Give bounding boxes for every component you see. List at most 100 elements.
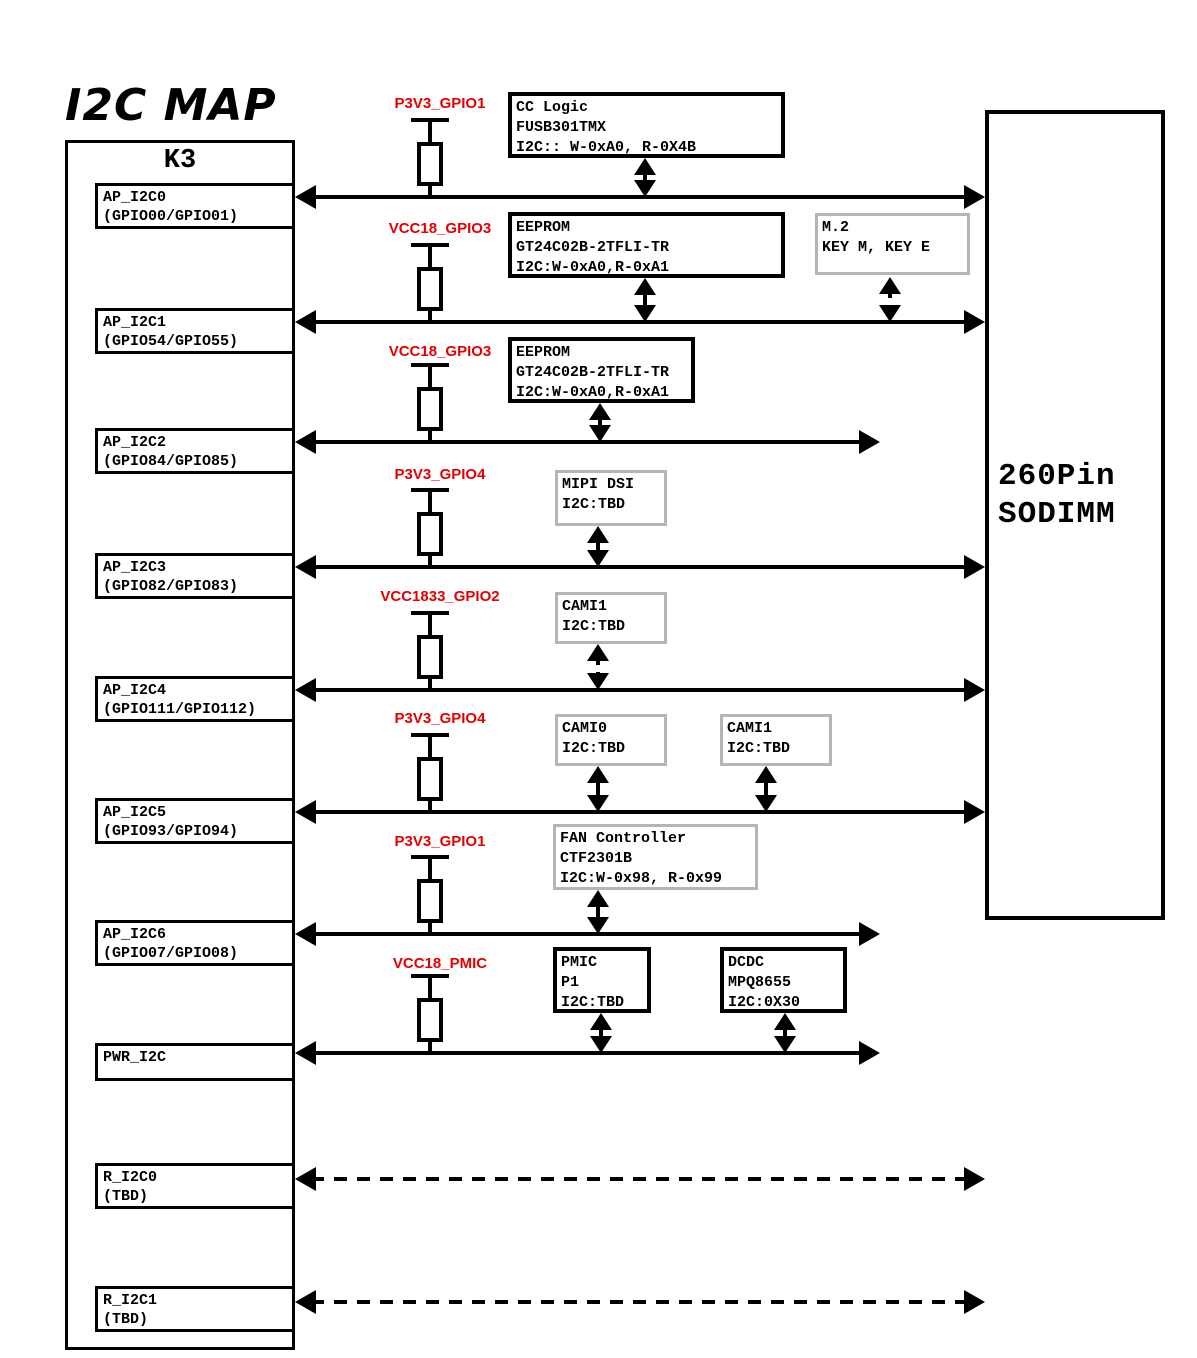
device-line: FUSB301TMX: [516, 119, 607, 136]
arrowhead-down-icon: [634, 180, 656, 197]
arrowhead-left-icon: [295, 922, 316, 946]
port-name: PWR_I2C: [103, 1049, 167, 1066]
arrowhead-up-icon: [587, 890, 609, 907]
device-box-eeprom-1: EEPROM GT24C02B-2TFLI-TR I2C:W-0xA0,R-0x…: [508, 212, 785, 278]
device-box-cami1-a: CAMI1 I2C:TBD: [555, 592, 667, 644]
arrowhead-right-icon: [964, 555, 985, 579]
device-line: EEPROM: [516, 344, 571, 361]
port-gpio: (GPIO84/GPIO85): [103, 453, 239, 470]
arrowhead-right-icon: [964, 1290, 985, 1314]
resistor-body: [417, 387, 443, 431]
device-box-pmic: PMIC P1 I2C:TBD: [553, 947, 651, 1013]
device-box-cc-logic: CC Logic FUSB301TMX I2C:: W-0xA0, R-0X4B: [508, 92, 785, 158]
port-name: AP_I2C5: [103, 804, 167, 821]
device-line: PMIC: [561, 954, 598, 971]
device-line: I2C:: W-0xA0, R-0X4B: [516, 139, 697, 156]
link-line: [764, 779, 768, 799]
pullup-label-p3v3-gpio4-b: P3V3_GPIO4: [394, 710, 486, 727]
device-line: CTF2301B: [560, 850, 633, 867]
device-line: I2C:TBD: [561, 994, 625, 1011]
link-line: [783, 1026, 787, 1040]
sodimm-label-line2: SODIMM: [998, 497, 1116, 532]
arrowhead-right-icon: [964, 678, 985, 702]
device-box-eeprom-2: EEPROM GT24C02B-2TFLI-TR I2C:W-0xA0,R-0x…: [508, 337, 695, 403]
arrowhead-left-icon: [295, 1041, 316, 1065]
link-line-dashed: [888, 290, 892, 309]
arrowhead-down-icon: [755, 795, 777, 812]
device-box-m2: M.2 KEY M, KEY E: [815, 213, 970, 275]
arrowhead-left-icon: [295, 1290, 316, 1314]
arrowhead-down-icon: [879, 305, 901, 322]
port-gpio: (GPIO82/GPIO83): [103, 578, 239, 595]
resistor-body: [417, 267, 443, 311]
device-line: MIPI DSI: [562, 476, 635, 493]
arrowhead-right-icon: [964, 1167, 985, 1191]
resistor-body: [417, 998, 443, 1042]
device-line: I2C:0X30: [728, 994, 801, 1011]
port-name: AP_I2C4: [103, 682, 167, 699]
bus-line: [311, 195, 969, 199]
port-gpio: (TBD): [103, 1311, 149, 1328]
bus-line: [311, 1051, 864, 1055]
device-line: GT24C02B-2TFLI-TR: [516, 364, 670, 381]
arrowhead-up-icon: [590, 1013, 612, 1030]
device-line: DCDC: [728, 954, 765, 971]
device-line: I2C:W-0xA0,R-0xA1: [516, 259, 670, 276]
arrowhead-down-icon: [587, 795, 609, 812]
resistor-body: [417, 879, 443, 923]
arrowhead-up-icon: [589, 403, 611, 420]
bus-line-dashed: [311, 1177, 969, 1181]
arrowhead-up-icon: [587, 644, 609, 661]
arrowhead-down-icon: [589, 425, 611, 442]
arrowhead-down-icon: [587, 917, 609, 934]
resistor-body: [417, 142, 443, 186]
sodimm-label: 260Pin SODIMM: [998, 458, 1116, 534]
bus-line: [311, 688, 969, 692]
port-name: AP_I2C2: [103, 434, 167, 451]
device-line: KEY M, KEY E: [822, 239, 931, 256]
port-box-ap-i2c4: AP_I2C4 (GPIO111/GPIO112): [95, 676, 295, 722]
device-line: EEPROM: [516, 219, 571, 236]
port-name: AP_I2C3: [103, 559, 167, 576]
device-line: P1: [561, 974, 580, 991]
port-gpio: (GPIO54/GPIO55): [103, 333, 239, 350]
arrowhead-up-icon: [634, 158, 656, 175]
port-name: AP_I2C1: [103, 314, 167, 331]
link-line: [643, 171, 647, 184]
pullup-label-vcc1833-gpio2: VCC1833_GPIO2: [380, 588, 500, 605]
arrowhead-down-icon: [587, 550, 609, 567]
arrowhead-right-icon: [964, 800, 985, 824]
arrowhead-down-icon: [634, 305, 656, 322]
device-line: GT24C02B-2TFLI-TR: [516, 239, 670, 256]
resistor-body: [417, 512, 443, 556]
port-name: AP_I2C0: [103, 189, 167, 206]
device-box-mipi-dsi: MIPI DSI I2C:TBD: [555, 470, 667, 526]
pullup-label-p3v3-gpio1-b: P3V3_GPIO1: [394, 833, 486, 850]
device-line: I2C:W-0xA0,R-0xA1: [516, 384, 670, 401]
pullup-label-vcc18-gpio3-b: VCC18_GPIO3: [388, 343, 492, 360]
link-line: [599, 1026, 603, 1040]
arrowhead-up-icon: [774, 1013, 796, 1030]
port-name: R_I2C0: [103, 1169, 158, 1186]
arrowhead-left-icon: [295, 555, 316, 579]
bus-line-dashed: [311, 1300, 969, 1304]
device-line: I2C:TBD: [727, 740, 791, 757]
device-line: CC Logic: [516, 99, 589, 116]
device-line: CAMI0: [562, 720, 608, 737]
pullup-label-vcc18-gpio3-a: VCC18_GPIO3: [388, 220, 492, 237]
port-gpio: (GPIO93/GPIO94): [103, 823, 239, 840]
port-box-ap-i2c6: AP_I2C6 (GPIO07/GPIO08): [95, 920, 295, 966]
bus-line: [311, 565, 969, 569]
device-box-cami0: CAMI0 I2C:TBD: [555, 714, 667, 766]
arrowhead-down-icon: [590, 1036, 612, 1053]
arrowhead-up-icon: [634, 278, 656, 295]
link-line: [596, 539, 600, 554]
pullup-label-p3v3-gpio1-a: P3V3_GPIO1: [394, 95, 486, 112]
sodimm-label-line1: 260Pin: [998, 459, 1116, 494]
port-gpio: (GPIO00/GPIO01): [103, 208, 239, 225]
link-line-dashed: [596, 657, 600, 677]
device-box-fan-controller: FAN Controller CTF2301B I2C:W-0x98, R-0x…: [553, 824, 758, 890]
port-name: R_I2C1: [103, 1292, 158, 1309]
k3-label: K3: [163, 146, 197, 176]
